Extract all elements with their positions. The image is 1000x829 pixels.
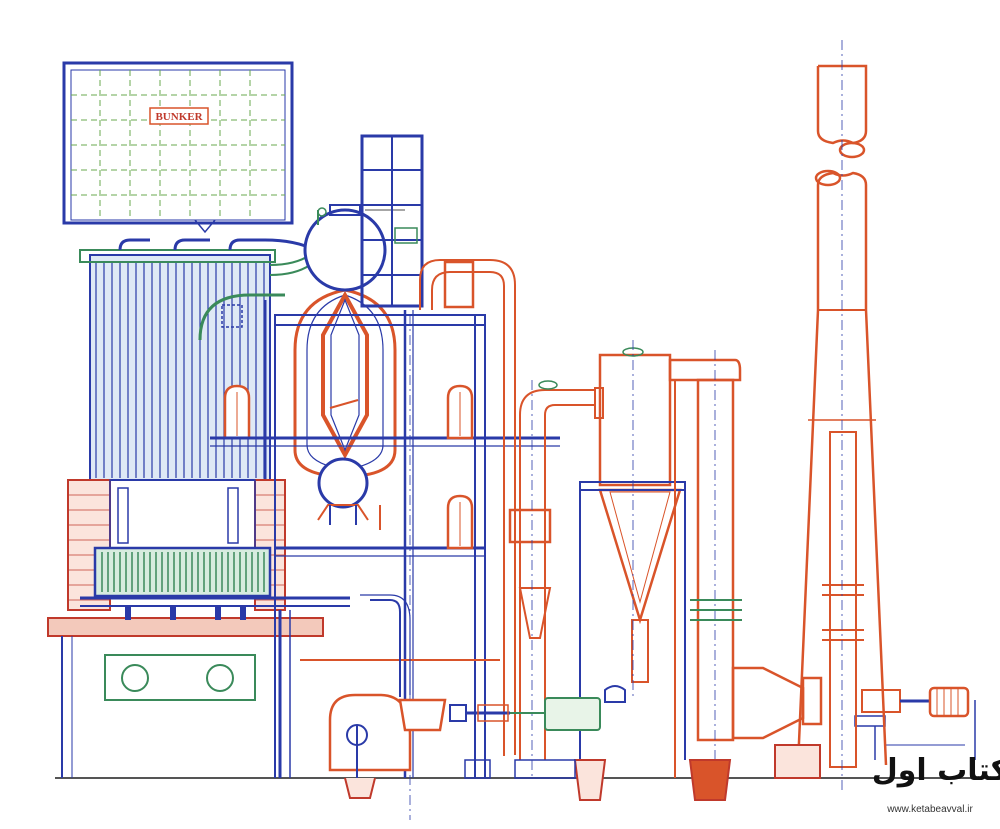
induced-draft-fan — [854, 686, 976, 760]
flue-duct — [300, 259, 516, 756]
steel-tower — [360, 134, 424, 308]
frame-doors — [446, 384, 474, 550]
bunker: BUNKER — [62, 61, 294, 234]
mud-drum — [317, 457, 369, 525]
convection-bank — [293, 288, 397, 477]
watermark-url: www.ketabeavval.ir — [886, 804, 973, 815]
foundations — [464, 744, 821, 801]
steam-drum — [303, 204, 405, 292]
watermark-logo: کتاب اول — [872, 753, 1000, 788]
furnace-door — [223, 384, 251, 440]
dust-collector — [668, 350, 742, 780]
boiler-furnace — [79, 238, 316, 481]
bunker-label: BUNKER — [155, 111, 203, 123]
chain-grate — [47, 546, 350, 637]
cyclone-separator — [579, 340, 686, 760]
ash-hopper-base — [61, 610, 291, 778]
forced-draft-fan — [328, 693, 412, 799]
chimney — [796, 40, 888, 790]
id-fan-duct — [731, 666, 823, 740]
fan-drive-assembly — [360, 594, 626, 732]
watermark: کتاب اول www.ketabeavval.ir — [872, 753, 1000, 815]
